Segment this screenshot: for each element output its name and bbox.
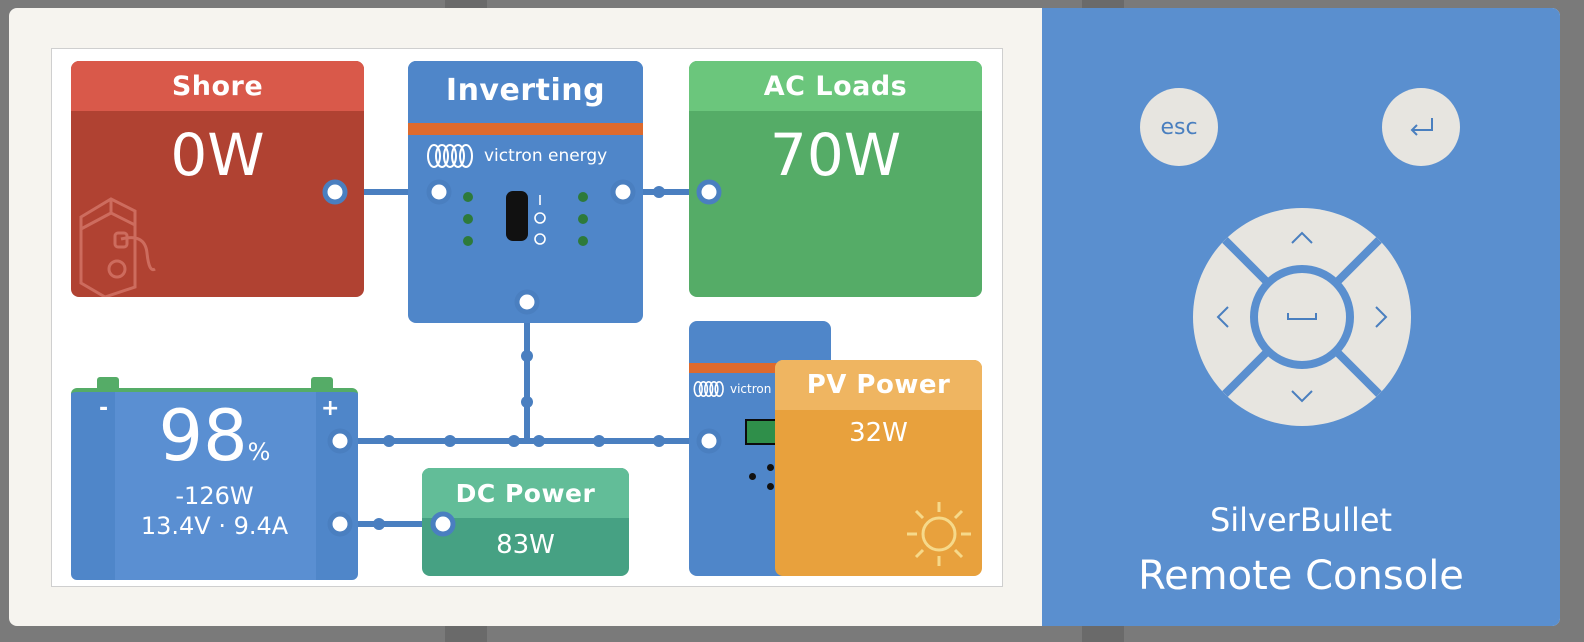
victron-coil-icon <box>427 144 473 168</box>
battery-voltage-current: 13.4V · 9.4A <box>140 512 289 540</box>
connector-rings <box>322 179 722 537</box>
return-arrow-icon <box>1410 118 1433 136</box>
console-title: Remote Console <box>1138 553 1464 599</box>
shore-tile[interactable]: Shore 0W <box>71 61 364 297</box>
dc-power-tile[interactable]: DC Power 83W <box>422 468 629 576</box>
control-panel: esc <box>1042 8 1560 626</box>
pv-power-tile[interactable]: PV Power 32W <box>775 360 982 576</box>
charger-brand-text: victron <box>730 382 772 396</box>
victron-brand-text: victron energy <box>484 146 608 166</box>
battery-soc-value: 98 <box>158 395 248 477</box>
pv-power-title: PV Power <box>775 360 982 410</box>
dpad-left-button[interactable] <box>1196 282 1242 352</box>
dpad-up-button[interactable] <box>1267 213 1337 259</box>
shore-plug-icon <box>79 197 156 297</box>
inverter-title: Inverting <box>408 61 643 119</box>
inverter-stripe <box>408 123 643 135</box>
dc-power-value: 83W <box>496 530 555 560</box>
device-name: SilverBullet <box>1209 501 1393 539</box>
shore-title: Shore <box>71 61 364 111</box>
dpad-space-button[interactable] <box>1264 279 1340 355</box>
charger-led <box>767 483 774 490</box>
battery-terminal-pos <box>311 377 333 389</box>
dc-power-title: DC Power <box>422 468 629 518</box>
battery-tile[interactable]: - + 98% -126W 13.4V · 9.4A <box>71 388 358 580</box>
esc-button[interactable]: esc <box>1140 88 1218 166</box>
inverter-panel-icon <box>463 191 588 246</box>
victron-logo: victron energy <box>426 141 607 171</box>
ac-loads-title: AC Loads <box>689 61 982 111</box>
battery-terminal-neg <box>97 377 119 389</box>
shore-value: 0W <box>170 121 265 189</box>
dpad-right-button[interactable] <box>1362 282 1408 352</box>
battery-inner-panel <box>115 392 316 580</box>
overview-screen[interactable]: Shore 0W Inverting <box>51 48 1003 587</box>
inverter-tile[interactable]: Inverting victron energy <box>408 61 643 323</box>
battery-power: -126W <box>175 482 254 510</box>
charger-stripe <box>689 363 831 373</box>
battery-soc: 98% <box>71 396 358 492</box>
dpad <box>1193 208 1411 426</box>
remote-console-dialog: Shore 0W Inverting <box>9 8 1560 626</box>
battery-soc-unit: % <box>247 438 271 466</box>
charger-brand: victron <box>693 379 771 399</box>
battery-pos-label: + <box>321 396 340 421</box>
ac-loads-tile[interactable]: AC Loads 70W <box>689 61 982 297</box>
ac-loads-value: 70W <box>769 121 902 189</box>
enter-button[interactable] <box>1382 88 1460 166</box>
dpad-down-button[interactable] <box>1267 376 1337 422</box>
charger-led <box>767 464 774 471</box>
sun-icon <box>907 502 971 566</box>
battery-neg-label: - <box>99 396 109 421</box>
charger-led <box>749 473 756 480</box>
pv-power-value: 32W <box>849 418 908 448</box>
charger-coil-icon <box>693 381 724 397</box>
